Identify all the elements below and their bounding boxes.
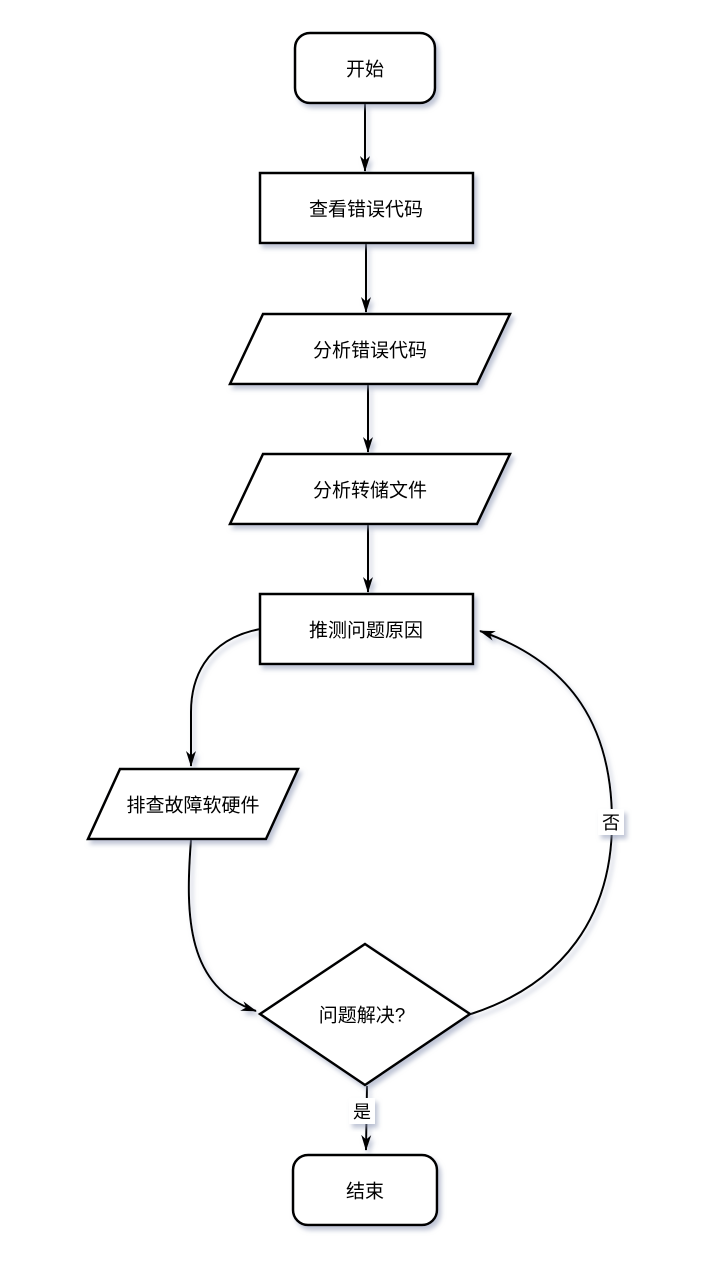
node-analyze-dump-file: 分析转储文件 [228,452,512,526]
node-start-shape [293,31,437,105]
node-analyze-error-code: 分析错误代码 [228,312,512,386]
node-end-label: 结束 [346,1181,384,1203]
edge-label-yes: 是 [349,1098,375,1124]
node-end-shape [291,1153,439,1227]
node-troubleshoot-software-hardware-label: 排查故障软硬件 [126,795,259,817]
node-view-error-code-label: 查看错误代码 [309,199,423,221]
node-view-error-code-shape [258,171,475,245]
node-start: 开始 [293,31,437,105]
node-view-error-code: 查看错误代码 [258,171,475,245]
node-analyze-error-code-shape [228,312,512,386]
edge-label-no-bg [598,809,624,835]
edge-troubleshoot-to-problem-solved [187,839,257,1012]
edge-label-yes-bg [349,1098,375,1124]
node-infer-problem-cause-shape [258,592,475,666]
node-start-label: 开始 [346,59,384,81]
node-problem-solved-label: 问题解决? [319,1005,406,1027]
node-analyze-error-code-label: 分析错误代码 [313,340,427,362]
edge-problem-solved-to-infer-problem-cause-no [470,630,614,1015]
node-problem-solved: 问题解决? [257,942,473,1087]
node-infer-problem-cause-label: 推测问题原因 [309,620,423,642]
edge-label-no: 否 [598,809,624,835]
edge-infer-problem-cause-to-troubleshoot [186,628,261,767]
node-troubleshoot-software-hardware: 排查故障软硬件 [86,767,300,841]
node-analyze-dump-file-shape [228,452,512,526]
edge-label-yes-text: 是 [353,1102,371,1122]
node-infer-problem-cause: 推测问题原因 [258,592,475,666]
node-problem-solved-shape [257,942,473,1087]
node-troubleshoot-software-hardware-shape [86,767,300,841]
edge-label-no-text: 否 [602,813,620,833]
node-analyze-dump-file-label: 分析转储文件 [313,480,427,502]
node-end: 结束 [291,1153,439,1227]
